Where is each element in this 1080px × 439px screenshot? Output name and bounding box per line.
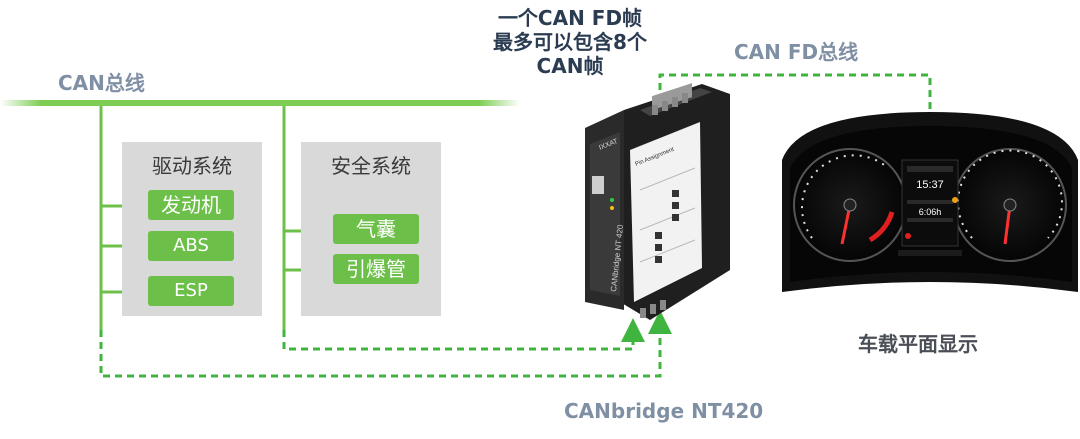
dashed-links <box>99 73 942 378</box>
airbag-node: 气囊 <box>333 214 419 244</box>
esp-node: ESP <box>148 276 234 306</box>
can-bus-label: CAN总线 <box>58 71 145 95</box>
can-fd-bus-label: CAN FD总线 <box>734 40 859 64</box>
drive-system-group: 驱动系统 发动机 ABS ESP <box>122 142 262 316</box>
safety-system-group: 安全系统 气囊 引爆管 <box>301 142 441 316</box>
can-bus-line <box>0 100 520 106</box>
detonator-node: 引爆管 <box>333 254 419 284</box>
device-caption: CANbridge NT420 <box>564 399 764 423</box>
cluster-time: 15:37 <box>916 179 944 191</box>
dashboard-caption: 车载平面显示 <box>858 332 978 356</box>
drive-system-title: 驱动系统 <box>152 154 232 178</box>
abs-node: ABS <box>148 231 234 261</box>
dashboard-image <box>782 112 1078 292</box>
can-fd-frame-note: 一个CAN FD帧最多可以包含8个CAN帧 <box>493 6 647 78</box>
cluster-distance: 6:06h <box>919 207 942 217</box>
canbridge-device <box>585 83 730 320</box>
safety-system-title: 安全系统 <box>331 154 411 178</box>
engine-node: 发动机 <box>148 190 234 220</box>
